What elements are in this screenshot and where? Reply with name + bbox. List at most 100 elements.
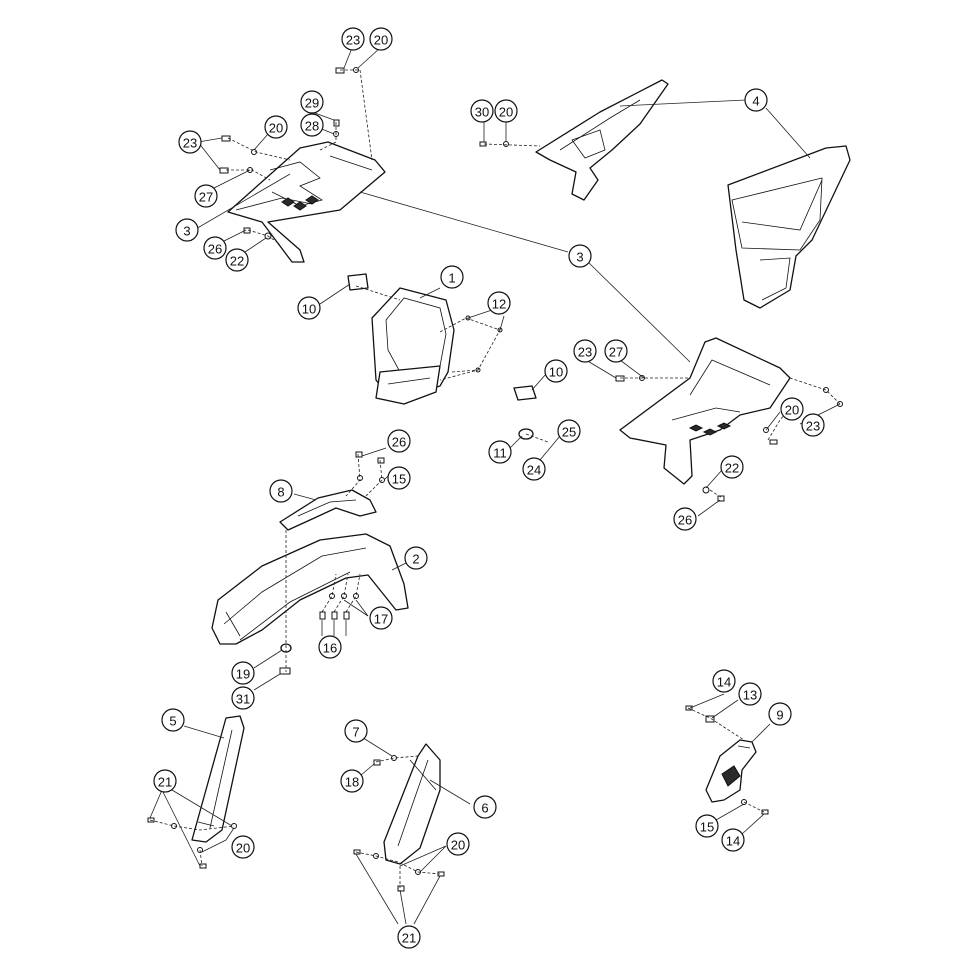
callout-9: 9 [768, 702, 792, 726]
callout-29: 29 [300, 90, 324, 114]
radiator-scoop-small [535, 79, 669, 201]
callout-26-mid: 26 [387, 429, 411, 453]
svg-text:14: 14 [717, 675, 731, 690]
svg-text:23: 23 [183, 136, 197, 151]
svg-text:13: 13 [743, 688, 757, 703]
callout-19: 19 [231, 661, 255, 685]
callout-2: 2 [404, 546, 428, 570]
svg-text:30: 30 [475, 105, 489, 120]
callout-16: 16 [318, 635, 342, 659]
right-fork-guard [383, 743, 441, 865]
svg-text:23: 23 [806, 419, 820, 434]
leader-lines [149, 47, 841, 925]
callout-10-left: 10 [297, 296, 321, 320]
callout-23-far-right: 23 [801, 413, 825, 437]
svg-text:1: 1 [448, 271, 455, 286]
callout-3-left: 3 [175, 218, 199, 242]
svg-text:24: 24 [527, 463, 541, 478]
svg-text:2: 2 [412, 552, 419, 567]
svg-text:14: 14 [726, 834, 740, 849]
callout-21-right: 21 [397, 925, 421, 949]
svg-text:11: 11 [493, 446, 507, 461]
callout-23-left: 23 [178, 130, 202, 154]
svg-text:12: 12 [492, 297, 506, 312]
callout-22-right: 22 [720, 455, 744, 479]
callout-18: 18 [340, 769, 364, 793]
svg-text:20: 20 [236, 841, 250, 856]
callout-21-left: 21 [153, 769, 177, 793]
svg-text:21: 21 [158, 775, 172, 790]
svg-text:9: 9 [776, 708, 783, 723]
callout-25: 25 [557, 419, 581, 443]
svg-text:15: 15 [392, 472, 406, 487]
callout-15-mid: 15 [387, 466, 411, 490]
callout-4: 4 [744, 88, 768, 112]
svg-text:17: 17 [374, 612, 388, 627]
callout-27-right: 27 [604, 339, 628, 363]
svg-text:10: 10 [302, 302, 316, 317]
callout-26-left: 26 [203, 236, 227, 260]
callout-30: 30 [470, 99, 494, 123]
callout-1: 1 [440, 265, 464, 289]
svg-text:27: 27 [609, 345, 623, 360]
svg-text:20: 20 [269, 121, 283, 136]
svg-text:3: 3 [576, 250, 583, 265]
right-side-panel [619, 337, 791, 485]
svg-text:26: 26 [678, 513, 692, 528]
callout-22-left: 22 [225, 248, 249, 272]
fender-bracket [279, 489, 377, 531]
svg-text:6: 6 [481, 801, 488, 816]
left-fork-guard [191, 715, 245, 843]
callout-20-left: 20 [264, 115, 288, 139]
front-number-plate [371, 287, 455, 405]
svg-text:4: 4 [752, 94, 759, 109]
callout-5: 5 [161, 708, 185, 732]
callout-7: 7 [344, 719, 368, 743]
callout-17: 17 [369, 606, 393, 630]
svg-text:7: 7 [352, 725, 359, 740]
svg-text:19: 19 [236, 667, 250, 682]
svg-text:23: 23 [578, 345, 592, 360]
callout-13: 13 [738, 682, 762, 706]
svg-text:22: 22 [230, 254, 244, 269]
svg-text:20: 20 [451, 838, 465, 853]
svg-text:5: 5 [169, 714, 176, 729]
callout-23-right: 23 [573, 339, 597, 363]
callout-15-bottom: 15 [695, 814, 719, 838]
callout-28: 28 [300, 113, 324, 137]
callout-27-left: 27 [194, 184, 218, 208]
disc-guard [705, 739, 757, 803]
callout-31: 31 [231, 686, 255, 710]
svg-text:18: 18 [345, 775, 359, 790]
callout-20-right: 20 [780, 397, 804, 421]
svg-text:3: 3 [183, 224, 190, 239]
svg-text:20: 20 [374, 33, 388, 48]
callout-3-center: 3 [568, 244, 592, 268]
svg-text:8: 8 [277, 485, 284, 500]
callout-26-right: 26 [673, 507, 697, 531]
svg-text:27: 27 [199, 190, 213, 205]
svg-text:21: 21 [402, 931, 416, 946]
callout-20-upper: 20 [494, 99, 518, 123]
svg-text:23: 23 [346, 33, 360, 48]
callout-8: 8 [269, 479, 293, 503]
left-side-panel [227, 141, 386, 263]
svg-text:15: 15 [700, 820, 714, 835]
callout-6: 6 [473, 795, 497, 819]
callout-23-top: 23 [341, 27, 365, 51]
front-fender [211, 533, 409, 645]
svg-text:10: 10 [549, 365, 563, 380]
callout-20-top: 20 [369, 27, 393, 51]
svg-text:16: 16 [323, 641, 337, 656]
svg-text:22: 22 [725, 461, 739, 476]
svg-text:31: 31 [236, 692, 250, 707]
svg-text:26: 26 [392, 435, 406, 450]
svg-text:20: 20 [499, 105, 513, 120]
radiator-scoop-large [727, 145, 851, 309]
svg-text:20: 20 [785, 403, 799, 418]
svg-text:25: 25 [562, 425, 576, 440]
svg-text:28: 28 [305, 119, 319, 134]
callout-24: 24 [522, 457, 546, 481]
callout-10-right: 10 [544, 359, 568, 383]
